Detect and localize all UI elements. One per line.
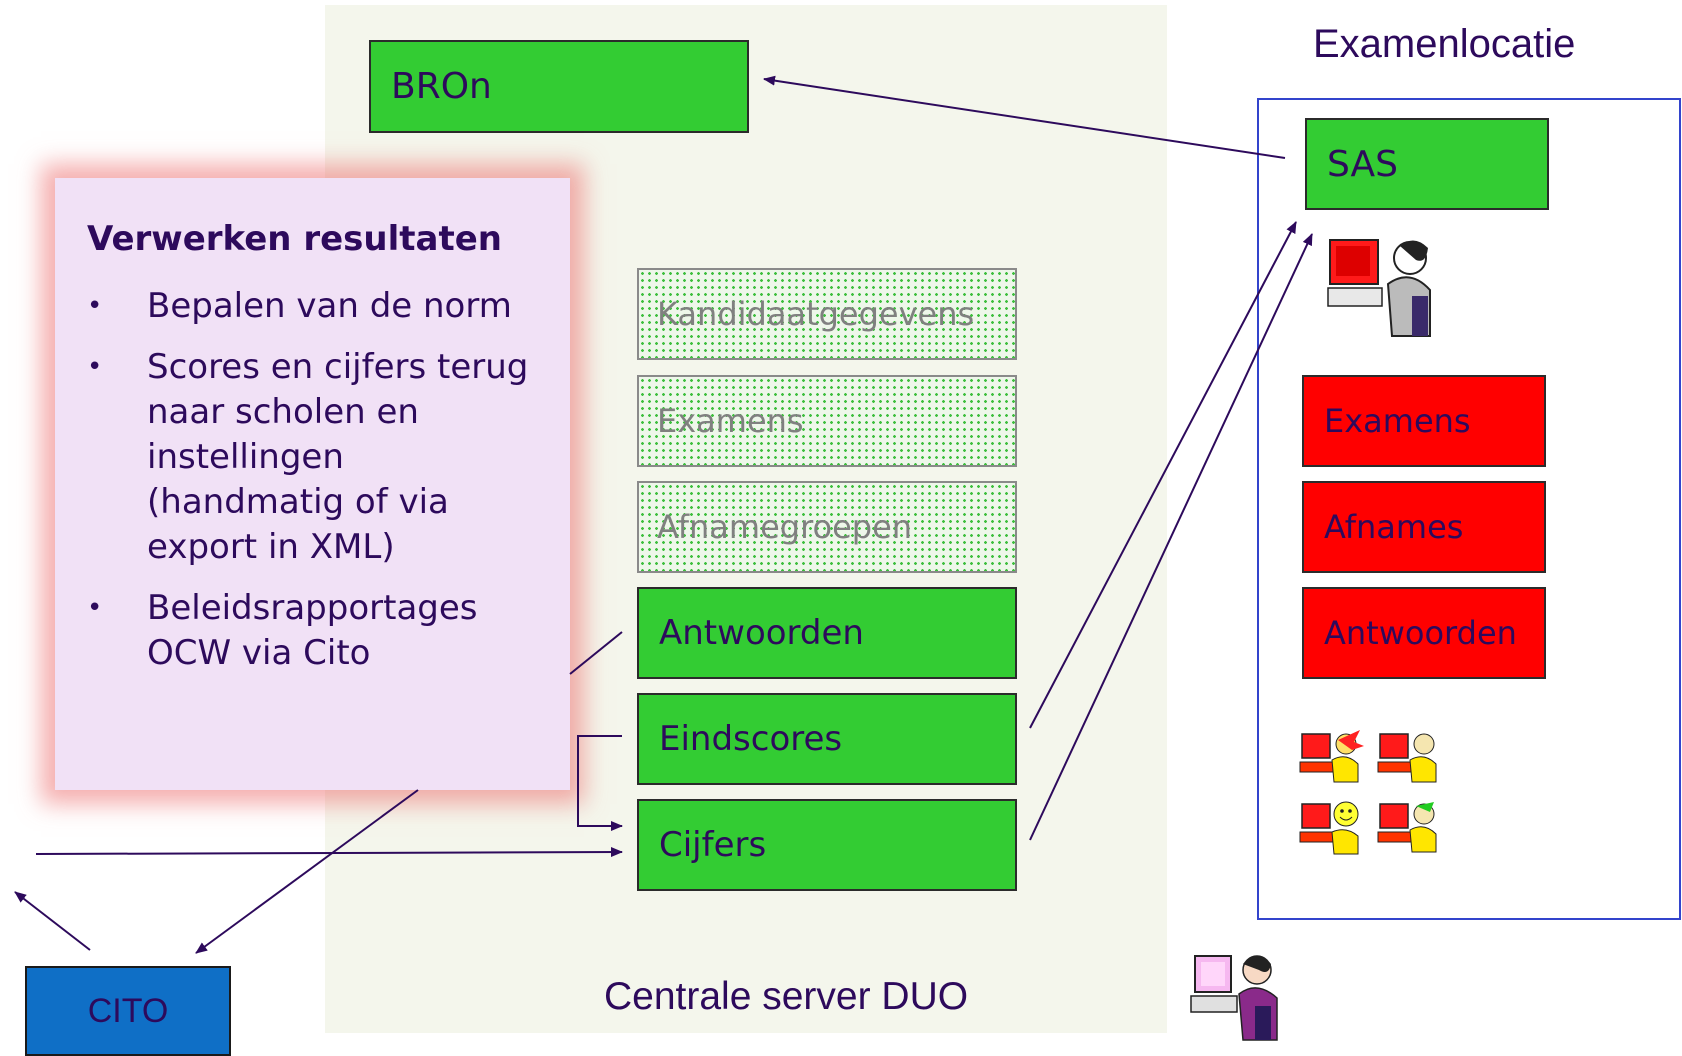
admin-at-computer-icon	[1190, 955, 1278, 1041]
cito-box: CITO	[25, 966, 231, 1056]
examens-central-box: Examens	[637, 375, 1017, 467]
bullet-glyph: •	[87, 352, 103, 382]
arrow-left-to-cijfers	[35, 847, 623, 858]
exam-location-title: Examenlocatie	[1313, 22, 1576, 66]
group-of-people-at-computers-icon	[1299, 730, 1437, 855]
bullet-glyph: •	[87, 593, 103, 623]
callout-title: Verwerken resultaten	[87, 219, 502, 259]
callout-bullet-item: • Beleidsrapportages OCW via Cito	[87, 588, 478, 673]
bron-box: BROn	[369, 40, 749, 133]
arrow-sas-to-bron	[763, 75, 1286, 159]
arrow-callout-to-cito	[195, 789, 419, 954]
examens-location-box: Examens	[1302, 375, 1546, 467]
callout-bullet-item: • Scores en cijfers terug naar scholen e…	[87, 347, 529, 567]
arrow-cijfers-to-sas-2	[1029, 233, 1313, 841]
cijfers-box: Cijfers	[637, 799, 1017, 891]
person-at-computer-icon	[1327, 239, 1431, 337]
callout-bullets: • Bepalen van de norm • Scores en cijfer…	[87, 284, 540, 676]
sas-box: SAS	[1305, 118, 1549, 210]
exam-location-frame	[1257, 98, 1681, 920]
antwoorden-central-box: Antwoorden	[637, 587, 1017, 679]
arrow-eindscores-to-cijfers	[577, 735, 623, 831]
arrow-eindscores-to-sas-1	[1029, 221, 1297, 729]
verwerken-resultaten-callout: Verwerken resultaten • Bepalen van de no…	[55, 178, 570, 790]
bullet-glyph: •	[87, 291, 103, 321]
connector-callout-to-antwoorden	[569, 631, 623, 675]
afnamegroepen-box: Afnamegroepen	[637, 481, 1017, 573]
callout-bullet-item: • Bepalen van de norm	[87, 284, 540, 329]
eindscores-box: Eindscores	[637, 693, 1017, 785]
central-server-label: Centrale server DUO	[604, 975, 969, 1018]
afnames-box: Afnames	[1302, 481, 1546, 573]
arrow-cito-out	[14, 891, 91, 951]
kandidaatgegevens-box: Kandidaatgegevens	[637, 268, 1017, 360]
antwoorden-location-box: Antwoorden	[1302, 587, 1546, 679]
